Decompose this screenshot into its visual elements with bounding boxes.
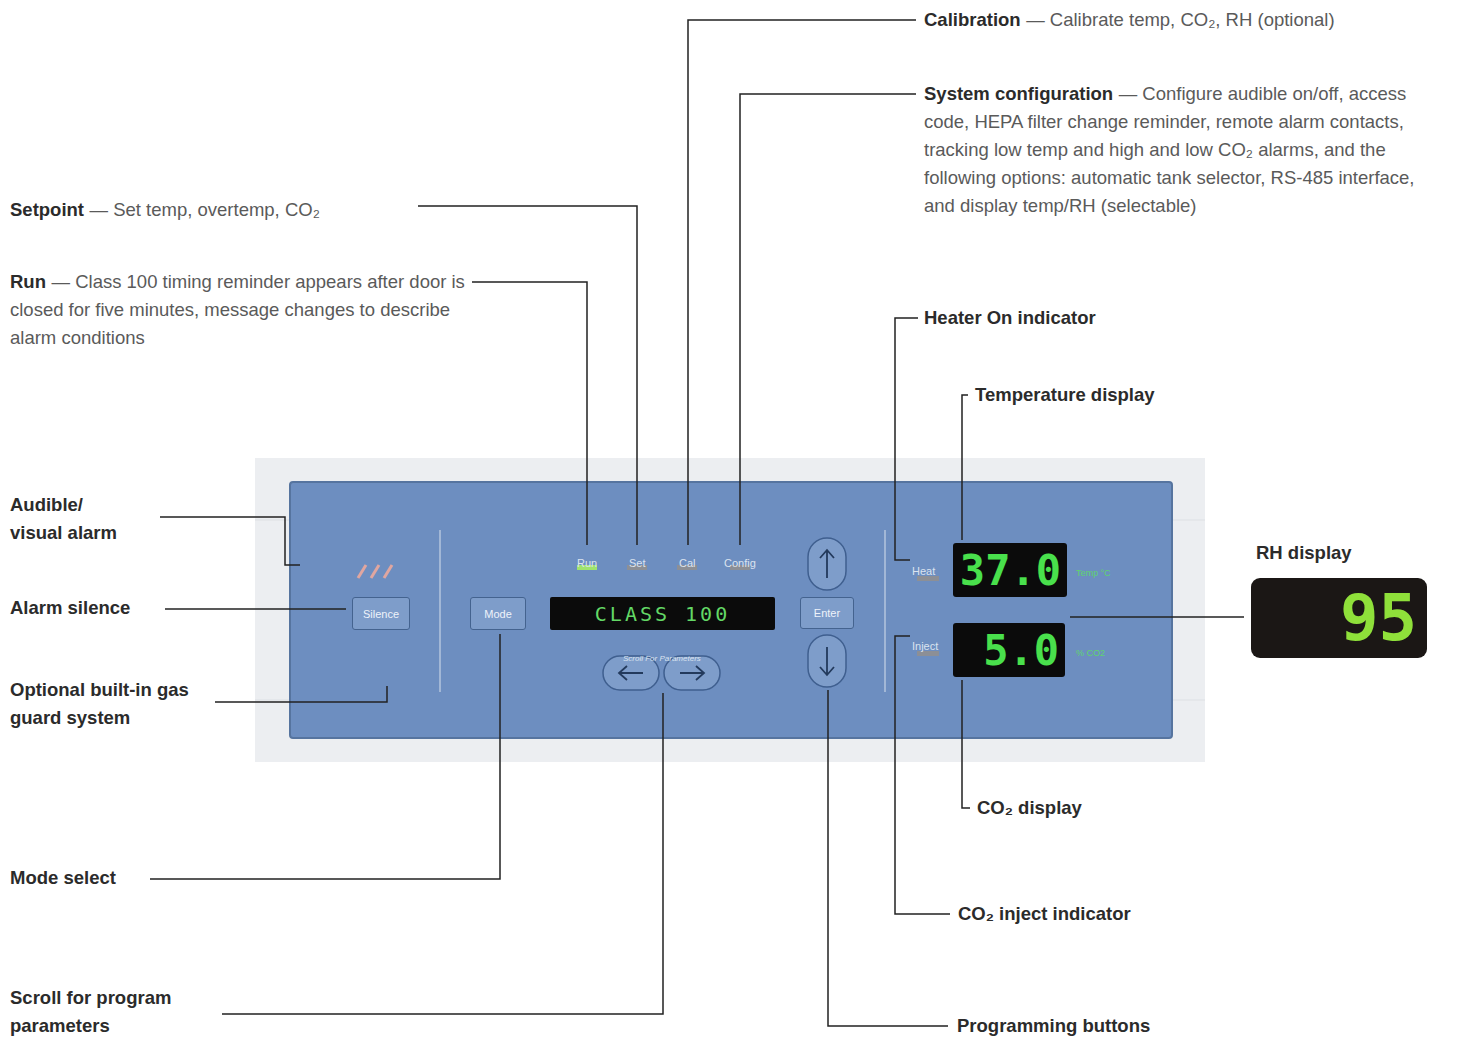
panel-legend: Run [577, 547, 597, 575]
panel-legend: Scroll For Parameters [623, 641, 701, 669]
callout: Mode select [10, 864, 116, 892]
node-text: 5.0 [983, 626, 1059, 675]
callout: Optional built-in gas guard system [10, 676, 210, 732]
callout-title: CO₂ display [977, 797, 1082, 818]
panel-legend: Inject [912, 630, 938, 658]
panel-text: Inject [912, 640, 938, 652]
callout: Run— Class 100 timing reminder appears a… [10, 268, 465, 352]
node-text: Mode [484, 608, 512, 620]
callout: System configuration— Configure audible … [924, 80, 1449, 220]
panel-text: Scroll For Parameters [623, 654, 701, 663]
callout-title: RH display [1256, 542, 1352, 563]
panel-frame [255, 458, 1205, 762]
callout-title: Run [10, 271, 46, 292]
alarm-lamp [358, 565, 392, 578]
enter-button: Enter [800, 597, 854, 629]
panel-divider [884, 530, 886, 692]
callout-description: — Set temp, overtemp, CO₂ [90, 199, 320, 220]
node-text: CLASS 100 [595, 602, 730, 626]
callout-title: Setpoint [10, 199, 84, 220]
panel-text: % CO2 [1076, 648, 1105, 658]
callout-title: Scroll for program parameters [10, 987, 171, 1036]
node-text: Enter [814, 607, 840, 619]
panel-text: Cal [679, 557, 696, 569]
callout: Programming buttons [957, 1012, 1150, 1039]
callout-title: Alarm silence [10, 597, 130, 618]
panel-face [290, 482, 1172, 738]
panel-text: Config [724, 557, 756, 569]
mode-button: Mode [470, 597, 526, 630]
callout: Alarm silence [10, 594, 130, 622]
callout: Heater On indicator [924, 304, 1096, 332]
node-text: 37.0 [960, 546, 1061, 595]
callout: CO₂ display [977, 794, 1082, 822]
callout: Calibration— Calibrate temp, CO₂, RH (op… [924, 6, 1335, 34]
callout: Scroll for program parameters [10, 984, 210, 1039]
panel-text: Set [629, 557, 646, 569]
silence-button: Silence [352, 597, 410, 630]
callout-title: Optional built-in gas guard system [10, 679, 189, 728]
panel-divider [439, 530, 441, 692]
message-display: CLASS 100 [550, 597, 775, 630]
callout-title: System configuration [924, 83, 1113, 104]
panel-text: Temp °C [1076, 568, 1111, 578]
panel-legend: Cal [679, 547, 696, 575]
panel-legend: Set [629, 547, 646, 575]
panel-text: Run [577, 557, 597, 569]
node-text: Silence [363, 608, 399, 620]
callout-title: Mode select [10, 867, 116, 888]
callout: Audible/ visual alarm [10, 491, 135, 547]
callout: Temperature display [975, 381, 1155, 409]
panel-legend: % CO2 [1076, 636, 1105, 664]
callout: RH display [1256, 539, 1352, 567]
node-text: 95 [1340, 581, 1417, 655]
callout-description: — Calibrate temp, CO₂, RH (optional) [1026, 9, 1334, 30]
panel-text: Heat [912, 565, 935, 577]
rh-readout: 95 [1251, 578, 1427, 658]
callout-title: Calibration [924, 9, 1021, 30]
callout: CO₂ inject indicator [958, 900, 1131, 928]
temperature-readout: 37.0 [953, 543, 1067, 597]
panel-legend: Heat [912, 555, 935, 583]
callout: Setpoint — Set temp, overtemp, CO₂ [10, 196, 320, 224]
panel-legend: Temp °C [1076, 556, 1111, 584]
callout-title: Heater On indicator [924, 307, 1096, 328]
callout-title: Audible/ visual alarm [10, 494, 117, 543]
callout-title: Temperature display [975, 384, 1155, 405]
panel-legend: Config [724, 547, 756, 575]
callout-description: — Class 100 timing reminder appears afte… [10, 271, 465, 348]
callout-title: CO₂ inject indicator [958, 903, 1131, 924]
callout-title: Programming buttons [957, 1015, 1150, 1036]
co2-readout: 5.0 [953, 623, 1065, 677]
